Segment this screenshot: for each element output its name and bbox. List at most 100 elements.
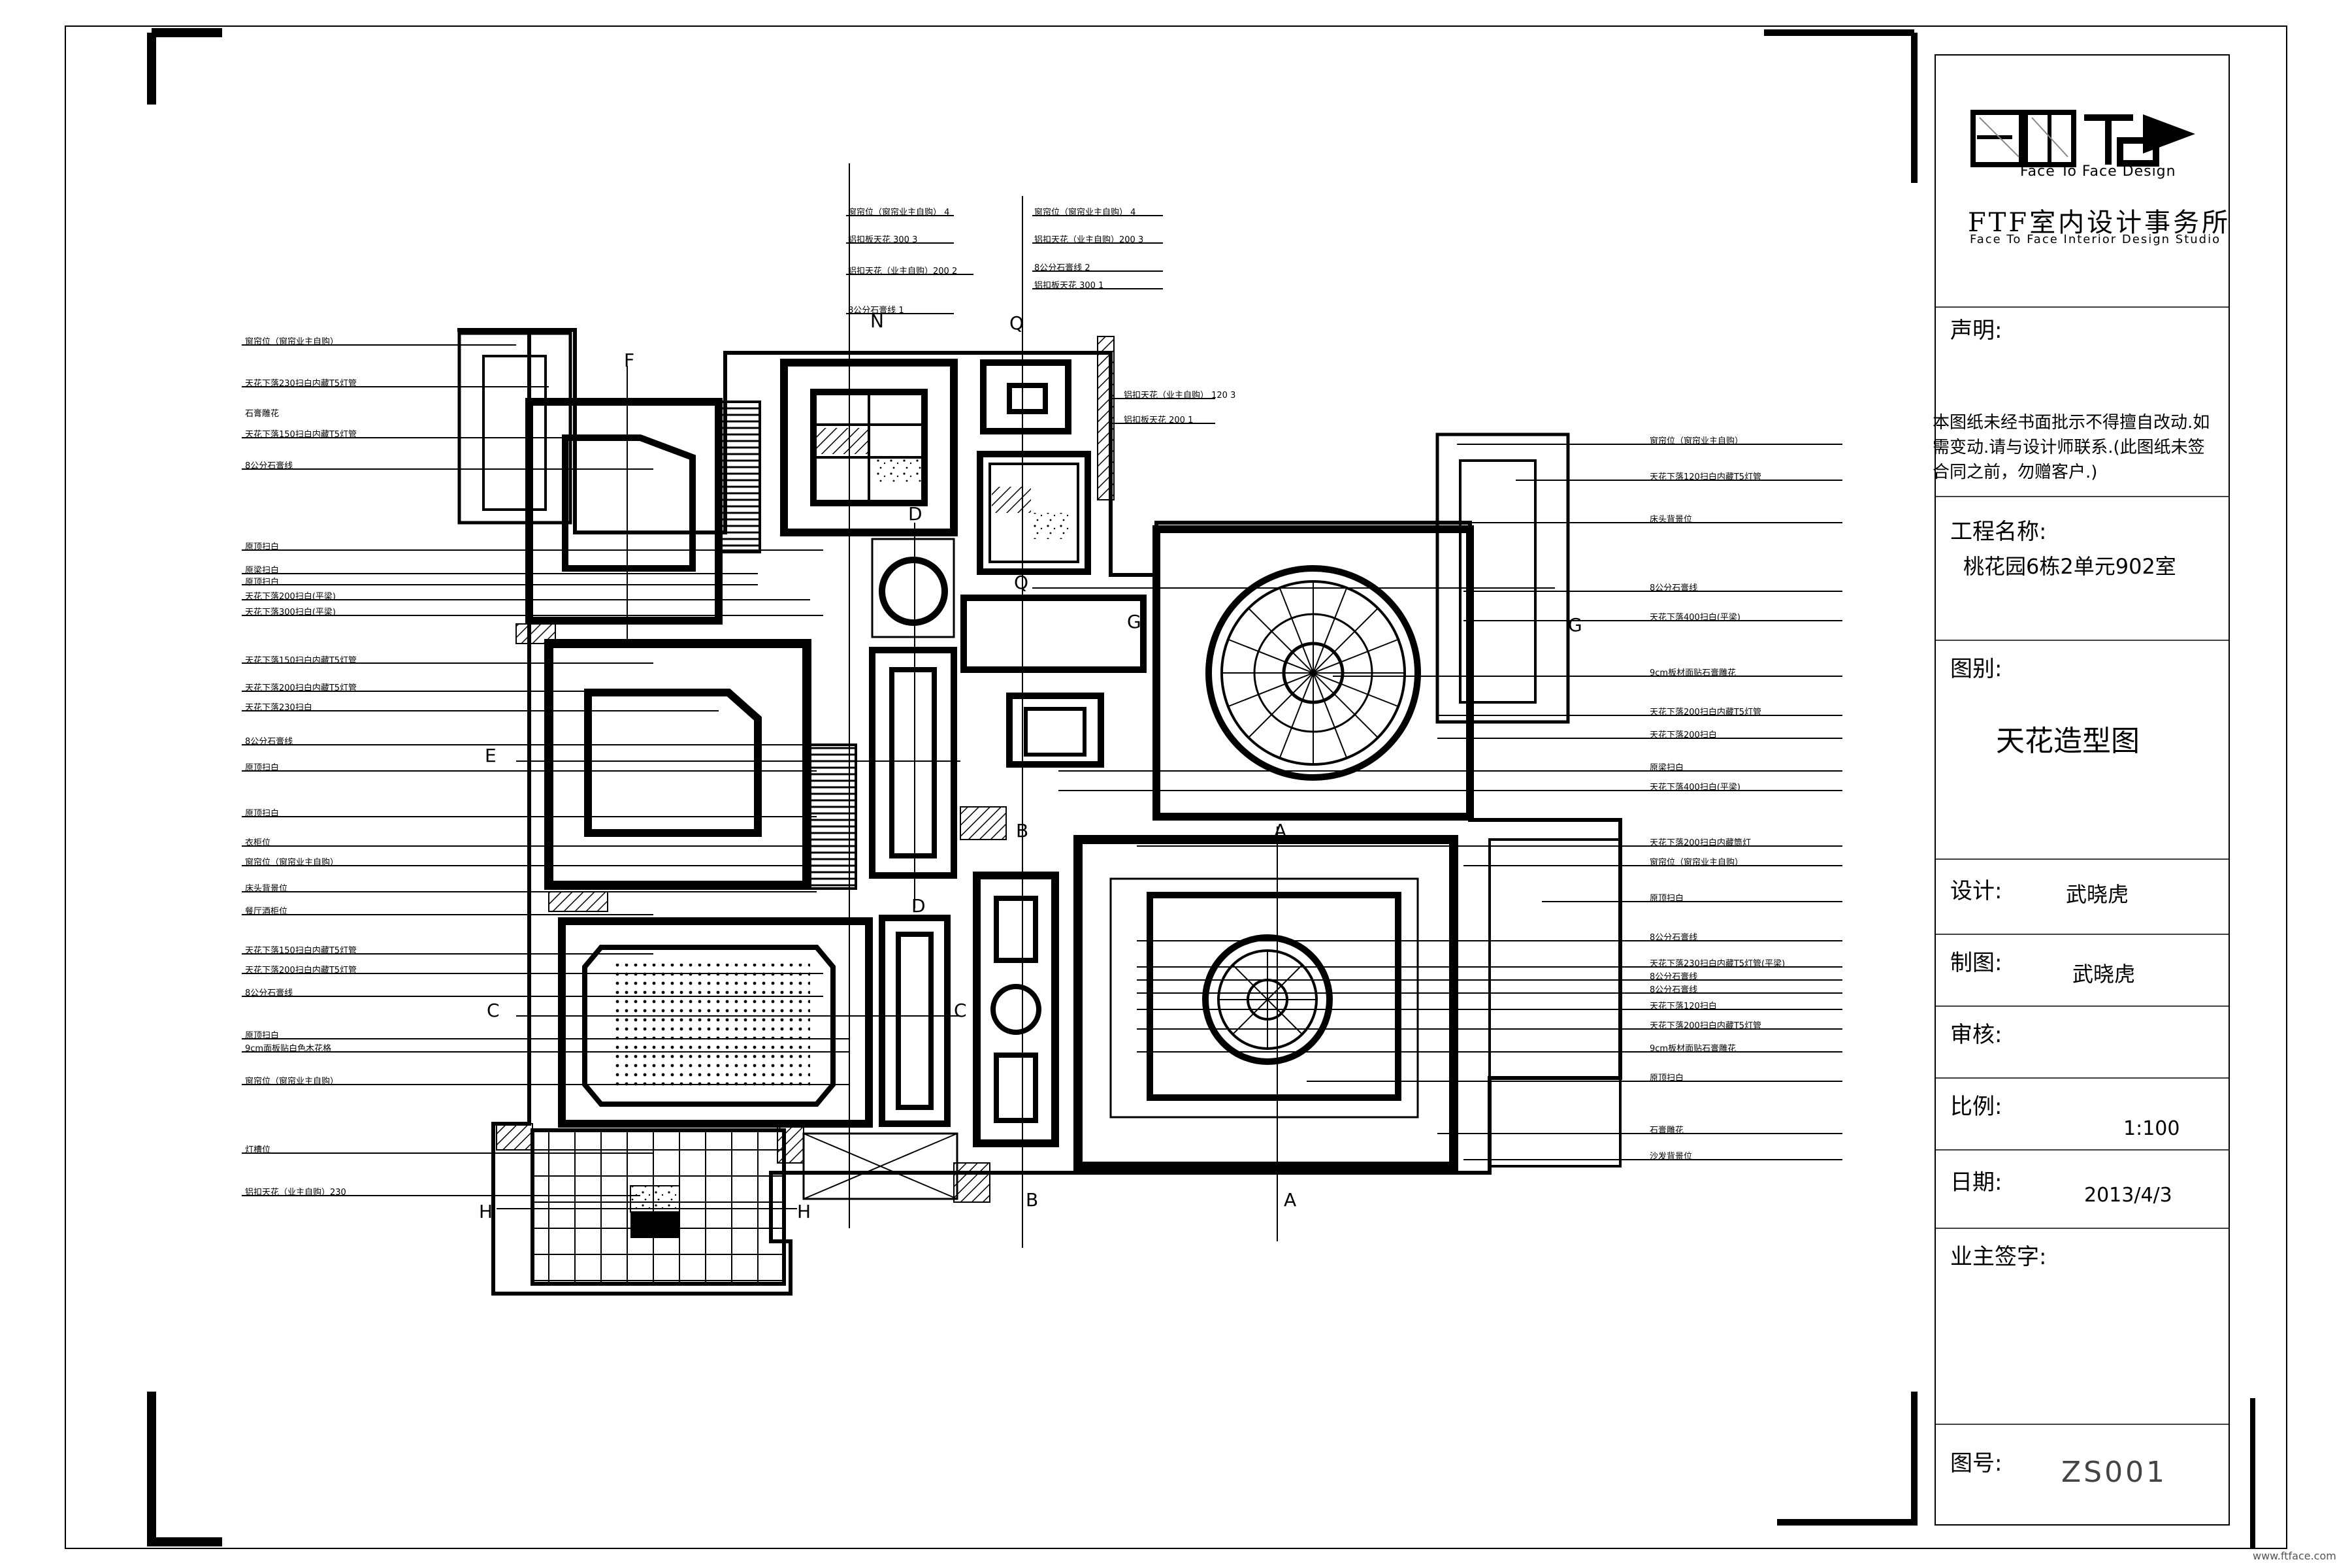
annotation: 石膏雕花 [1650, 1126, 1684, 1135]
annotation: 天花下落200扫白 [1650, 730, 1717, 740]
date-value: 2013/4/3 [2084, 1184, 2172, 1207]
annotation: 8公分石膏线 [245, 737, 293, 747]
annotation: 沙发背景位 [1650, 1152, 1693, 1162]
section-marker: A [1284, 1189, 1297, 1211]
plan-outline [457, 328, 1622, 1296]
annotation: 铝扣板天花 300 1 [1034, 281, 1104, 291]
annotation: 天花下落150扫白内藏T5灯管 [245, 656, 357, 666]
annotation: 窗帘位（窗帘业主自购） 4 [1034, 208, 1136, 218]
studio-name-en: Face To Face Interior Design Studio [1970, 233, 2221, 246]
drafting-label: 制图: [1950, 950, 2002, 976]
section-marker: D [911, 895, 926, 917]
annotation: 天花下落120扫白 [1650, 1002, 1717, 1011]
annotation: 天花下落230扫白内藏T5灯管(平梁) [1650, 959, 1786, 969]
section-marker: D [908, 503, 923, 525]
section-lines [497, 163, 1555, 1248]
drawing-type-label: 图别: [1950, 656, 2002, 682]
annotation: 天花下落150扫白内藏T5灯管 [245, 430, 357, 440]
leader-lines [242, 344, 849, 1196]
annotation: 窗帘位（窗帘业主自购） [245, 1077, 339, 1086]
annotation: 天花下落230扫白内藏T5灯管 [245, 379, 357, 389]
annotation: 天花下落120扫白内藏T5灯管 [1650, 472, 1762, 482]
scale-value: 1:100 [2123, 1117, 2180, 1140]
annotation: 原顶扫白 [245, 809, 280, 819]
annotation: 铝扣板天花 300 3 [848, 235, 918, 245]
annotation: 8公分石膏线 [1650, 985, 1698, 995]
annotation: 窗帘位（窗帘业主自购） [1650, 858, 1744, 868]
annotation: 窗帘位（窗帘业主自购） [245, 337, 339, 347]
section-marker: F [624, 350, 635, 371]
section-marker: E [485, 745, 497, 766]
section-marker: A [1274, 820, 1287, 841]
project-value: 桃花园6栋2单元902室 [1963, 554, 2176, 579]
annotation: 天花下落200扫白内藏T5灯管 [1650, 708, 1762, 717]
annotation: 9cm板材面贴石膏雕花 [1650, 1044, 1737, 1054]
annotation: 窗帘位（窗帘业主自购） 4 [848, 208, 950, 218]
annotation: 窗帘位（窗帘业主自购） [245, 858, 339, 868]
brand-text: Face To Face Design [2020, 163, 2176, 180]
date-label: 日期: [1950, 1169, 2002, 1196]
annotation: 8公分石膏线 [245, 988, 293, 998]
section-marker: B [1026, 1189, 1039, 1211]
annotation: 天花下落300扫白(平梁) [245, 608, 336, 617]
annotation: 原梁扫白 [1650, 763, 1684, 773]
design-label: 设计: [1950, 878, 2002, 904]
annotation: 天花下落200扫白内藏T5灯管 [245, 683, 357, 693]
annotation: 原顶扫白 [1650, 1073, 1684, 1083]
annotation: 8公分石膏线 [1650, 972, 1698, 982]
section-marker: Q [1014, 572, 1029, 593]
annotation: 天花下落150扫白内藏T5灯管 [245, 946, 357, 956]
annotation: 床头背景位 [1650, 515, 1693, 525]
annotation: 窗帘位（窗帘业主自购） [1650, 436, 1744, 446]
annotation: 8公分石膏线 [1650, 933, 1698, 943]
annotation: 床头背景位 [245, 884, 288, 894]
annotation: 天花下落200扫白内藏T5灯管 [245, 966, 357, 975]
drawing-type-value: 天花造型图 [1996, 725, 2140, 758]
annotation: 铝扣天花（业主自购） 120 3 [1124, 391, 1236, 400]
annotation: 天花下落200扫白(平梁) [245, 592, 336, 602]
studio-name-cn: FTF室内设计事务所 [1968, 208, 2231, 238]
annotation: 8公分石膏线 [1650, 583, 1698, 593]
annotation: 餐厅酒柜位 [245, 907, 288, 917]
review-label: 审核: [1950, 1022, 2002, 1048]
annotation: 原顶扫白 [245, 763, 280, 773]
annotation: 衣柜位 [245, 838, 271, 848]
leader-lines-right [1058, 444, 1842, 1160]
annotation: 8公分石膏线 2 [1034, 263, 1090, 273]
section-marker: Q [1009, 312, 1024, 334]
owner-sign-label: 业主签字: [1950, 1244, 2047, 1270]
annotation: 8公分石膏线 1 [848, 306, 904, 316]
scale-label: 比例: [1950, 1094, 2002, 1120]
project-label: 工程名称: [1950, 519, 2047, 545]
annotation: 9cm面板贴白色木花格 [245, 1044, 332, 1054]
section-marker: G [1568, 614, 1582, 636]
section-marker: B [1016, 820, 1029, 841]
annotation: 铝扣天花（业主自购）200 3 [1034, 235, 1144, 245]
annotation: 天花下落200扫白内藏T5灯管 [1650, 1021, 1762, 1031]
annotation: 原顶扫白 [245, 1031, 280, 1041]
annotation: 铝扣天花（业主自购）230 [245, 1188, 346, 1198]
annotation: 原梁扫白 [245, 566, 280, 576]
section-marker: G [1127, 611, 1141, 632]
annotation: 石膏雕花 [245, 409, 280, 419]
section-marker: N [870, 310, 884, 332]
sheet-border [65, 25, 2287, 1549]
annotation: 原顶扫白 [245, 578, 280, 587]
watermark: www.ftface.com [2253, 1550, 2336, 1562]
drawing-no-value: ZS001 [2061, 1456, 2168, 1489]
annotation: 原顶扫白 [1650, 894, 1684, 904]
annotation: 铝扣天花（业主自购）200 2 [848, 267, 958, 276]
leader-lines-top [846, 215, 1215, 424]
declaration-text: 本图纸未经书面批示不得擅自改动.如需变动.请与设计师联系.(此图纸未签合同之前，… [1933, 413, 2210, 482]
drafting-value: 武晓虎 [2072, 962, 2136, 987]
annotation: 天花下落400扫白(平梁) [1650, 783, 1740, 792]
annotation: 9cm板材面贴石膏雕花 [1650, 668, 1737, 678]
annotation: 天花下落230扫白 [245, 703, 312, 713]
annotation: 天花下落400扫白(平梁) [1650, 613, 1740, 623]
annotation: 灯槽位 [245, 1145, 271, 1155]
ftf-logo [1970, 110, 2195, 167]
declaration-label: 声明: [1950, 318, 2002, 344]
annotation: 铝扣板天花 200 1 [1124, 416, 1194, 425]
drawing-no-label: 图号: [1950, 1450, 2002, 1477]
